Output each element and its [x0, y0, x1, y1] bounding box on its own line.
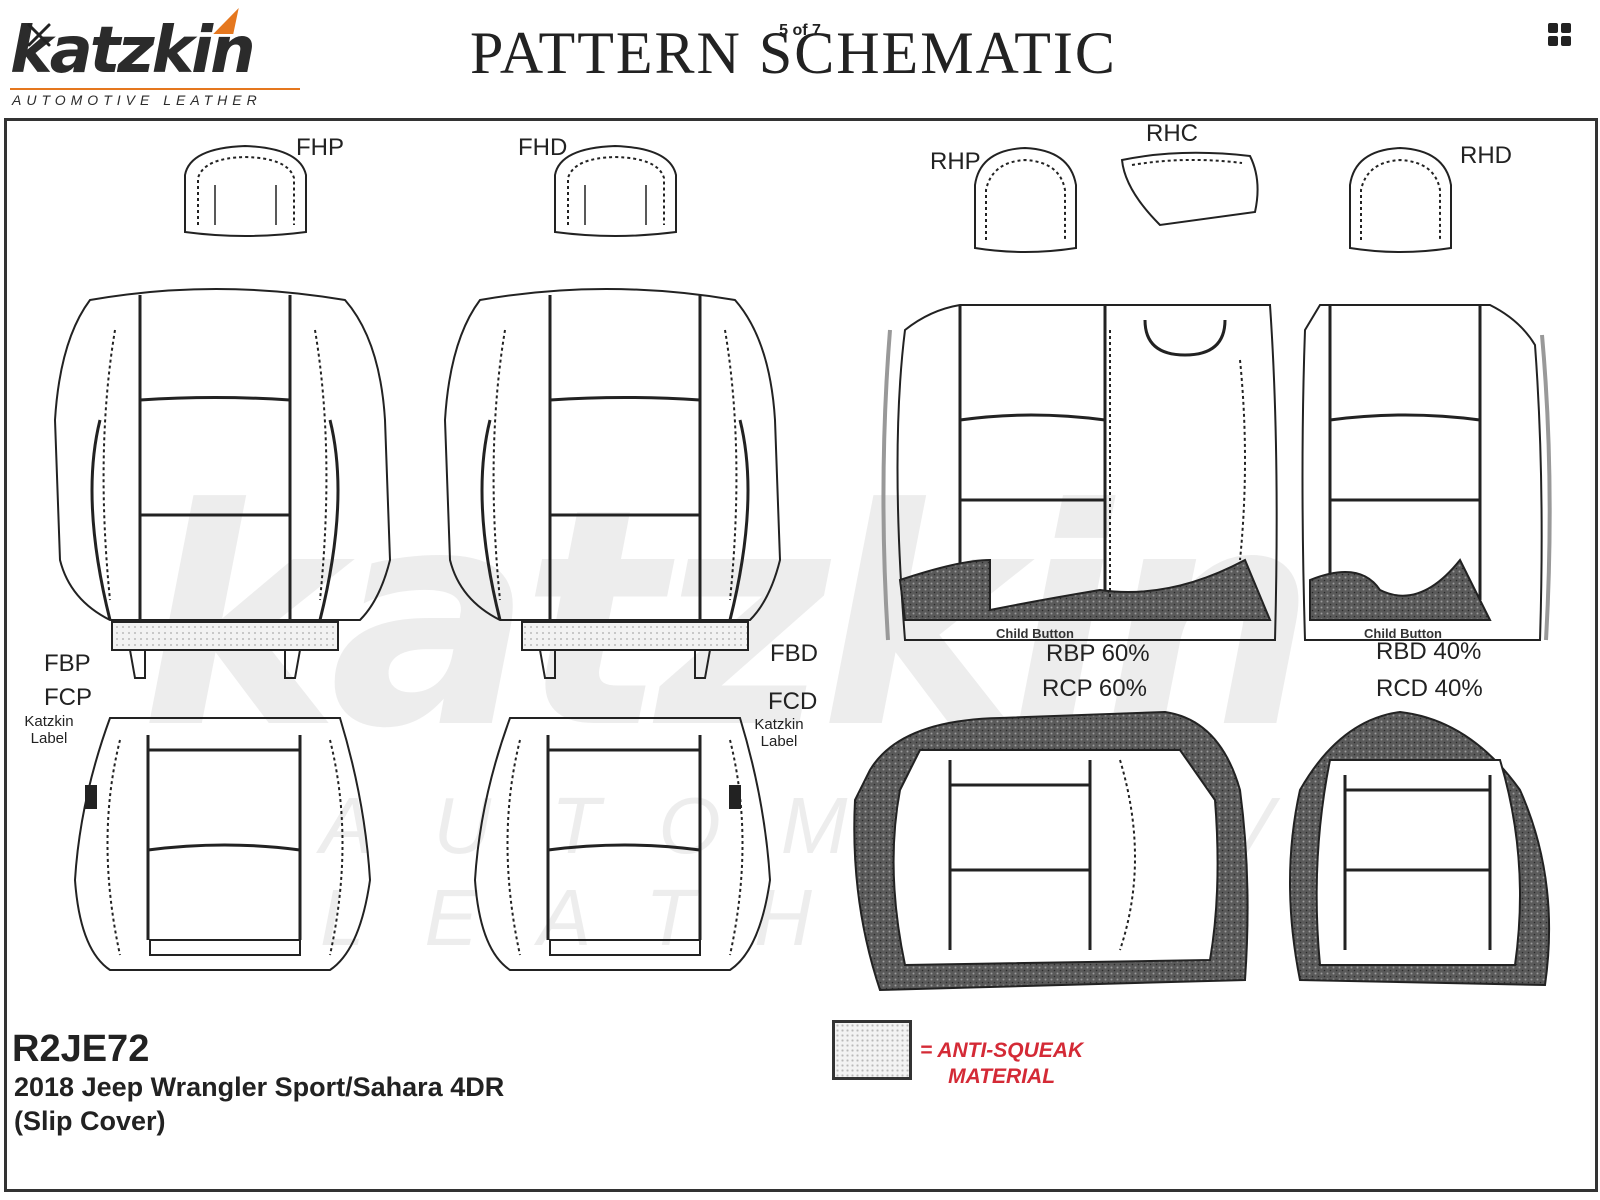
grid-view-icon	[1548, 23, 1571, 46]
label-rbp: RBP 60%	[1046, 640, 1150, 667]
katzkin-logo: katzkin AUTOMOTIVE LEATHER	[10, 8, 310, 112]
rcp-seat-cushion	[853, 710, 1249, 992]
label-katzkin-right: Katzkin Label	[754, 716, 804, 750]
label-rhd: RHD	[1460, 142, 1512, 169]
label-fcd: FCD	[768, 688, 818, 715]
label-child-button-right: Child Button	[1364, 626, 1442, 641]
grid-view-button[interactable]	[1545, 20, 1575, 50]
close-button[interactable]	[22, 18, 56, 52]
legend-line-1: = ANTI-SQUEAK	[920, 1039, 1084, 1062]
label-fhd: FHD	[518, 134, 568, 161]
rcd-seat-cushion	[1289, 710, 1551, 987]
logo-subtitle: AUTOMOTIVE LEATHER	[12, 92, 262, 108]
fhd-headrest	[554, 144, 677, 237]
label-fbd: FBD	[770, 640, 818, 667]
page-title: PATTERN SCHEMATIC	[470, 20, 1117, 86]
label-rhc: RHC	[1146, 120, 1198, 147]
fhp-headrest	[184, 144, 307, 237]
label-rcd: RCD 40%	[1376, 675, 1483, 702]
label-rcp: RCP 60%	[1042, 675, 1147, 702]
label-child-button-left: Child Button	[996, 626, 1074, 641]
fcd-seat-cushion	[473, 717, 772, 971]
rbp-seat-back	[881, 304, 1278, 641]
fbp-seat-back	[53, 288, 392, 679]
legend-line-2: MATERIAL	[948, 1065, 1056, 1088]
label-katzkin-left: Katzkin Label	[24, 713, 74, 747]
header: katzkin AUTOMOTIVE LEATHER PATTERN SCHEM…	[0, 0, 1600, 118]
logo-text: katzkin	[10, 14, 256, 88]
schematic-sheet	[4, 118, 1598, 1192]
anti-squeak-legend: = ANTI-SQUEAK MATERIAL	[920, 1038, 1083, 1090]
product-description: 2018 Jeep Wrangler Sport/Sahara 4DR (Sli…	[14, 1070, 504, 1138]
label-fbp: FBP	[44, 650, 91, 677]
anti-squeak-swatch	[832, 1020, 912, 1080]
logo-underline	[10, 88, 300, 90]
rhd-headrest	[1349, 146, 1452, 253]
product-model: 2018 Jeep Wrangler Sport/Sahara 4DR	[14, 1072, 505, 1102]
rhc-headrest	[1120, 151, 1259, 227]
fcp-seat-cushion	[73, 717, 372, 971]
fbd-seat-back	[443, 288, 782, 679]
product-type: (Slip Cover)	[14, 1106, 166, 1136]
page-counter: 5 of 7	[779, 22, 821, 39]
label-fhp: FHP	[296, 134, 344, 161]
rhp-headrest	[974, 146, 1077, 253]
rbd-seat-back	[1301, 304, 1552, 641]
label-rbd: RBD 40%	[1376, 638, 1482, 665]
label-fcp: FCP	[44, 684, 92, 711]
close-icon	[27, 23, 51, 47]
label-rhp: RHP	[930, 148, 981, 175]
product-code: R2JE72	[12, 1028, 150, 1070]
